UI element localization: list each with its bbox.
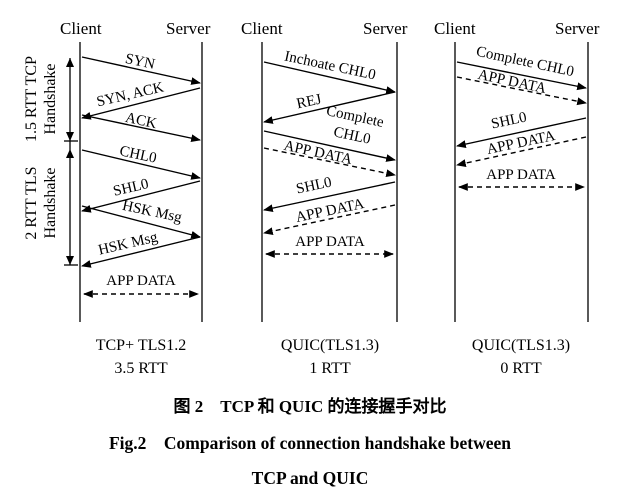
panel-subtitle: 1 RTT (309, 360, 350, 377)
server-label: Server (363, 19, 408, 38)
message-label: HSK Msg (121, 198, 184, 226)
bracket-label: 1.5 RTT TCP (23, 56, 40, 142)
message-label: APP DATA (486, 167, 556, 183)
figure-caption-en: Fig.2 Comparison of connection handshake… (109, 433, 511, 453)
bracket-tcp (64, 58, 78, 142)
message-label: CHL0 (118, 143, 158, 166)
panel-subtitle: QUIC(TLS1.3) (472, 337, 570, 354)
panel-subtitle: 0 RTT (500, 360, 541, 377)
message-label: APP DATA (295, 234, 365, 250)
client-label: Client (241, 19, 283, 38)
bracket-tls (64, 141, 78, 266)
client-label: Client (60, 19, 102, 38)
server-label: Server (166, 19, 211, 38)
panel-tcp: Client Server SYN SYN, ACK ACK CHL0 SHL0… (23, 19, 211, 377)
panel-quic-0rtt: Client Server Complete CHL0 APP DATA SHL… (434, 19, 600, 377)
message-label: SYN (124, 51, 157, 73)
message-arrow (81, 236, 201, 268)
message-label: Inchoate CHL0 (283, 49, 377, 84)
bracket-label: Handshake (42, 167, 59, 238)
message-arrow (456, 76, 587, 106)
panel-subtitle: QUIC(TLS1.3) (281, 337, 379, 354)
panel-subtitle: 3.5 RTT (114, 360, 167, 377)
message-arrow (456, 136, 587, 167)
message-label: REJ (295, 92, 323, 113)
message-arrow (263, 204, 396, 235)
panel-quic-1rtt: Client Server Inchoate CHL0 REJ Complete… (241, 19, 408, 377)
message-label: SHL0 (112, 176, 151, 200)
bracket-label: Handshake (42, 63, 59, 134)
message-arrow (263, 181, 396, 212)
message-label: CHL0 (332, 124, 372, 147)
message-arrow (263, 91, 396, 124)
message-arrow (81, 87, 201, 120)
message-arrow (81, 114, 201, 143)
message-label: SHL0 (490, 109, 528, 132)
client-label: Client (434, 19, 476, 38)
message-arrow (81, 149, 201, 180)
server-label: Server (555, 19, 600, 38)
message-arrow (81, 205, 201, 239)
bracket-label: 2 RTT TLS (23, 166, 40, 239)
message-label: APP DATA (294, 196, 365, 226)
figure-caption-cn: 图 2 TCP 和 QUIC 的连接握手对比 (174, 396, 447, 416)
message-label: ACK (124, 110, 158, 132)
message-arrow (263, 61, 396, 94)
figure-caption-en-line2: TCP and QUIC (252, 468, 369, 488)
message-arrow (263, 130, 396, 162)
message-label: APP DATA (106, 273, 176, 289)
panel-subtitle: TCP+ TLS1.2 (96, 337, 187, 354)
message-arrow (81, 180, 201, 213)
message-arrow (456, 61, 587, 91)
message-arrow (263, 147, 396, 178)
message-arrow (81, 56, 201, 85)
message-label: SHL0 (295, 174, 333, 197)
message-arrow (456, 117, 587, 148)
